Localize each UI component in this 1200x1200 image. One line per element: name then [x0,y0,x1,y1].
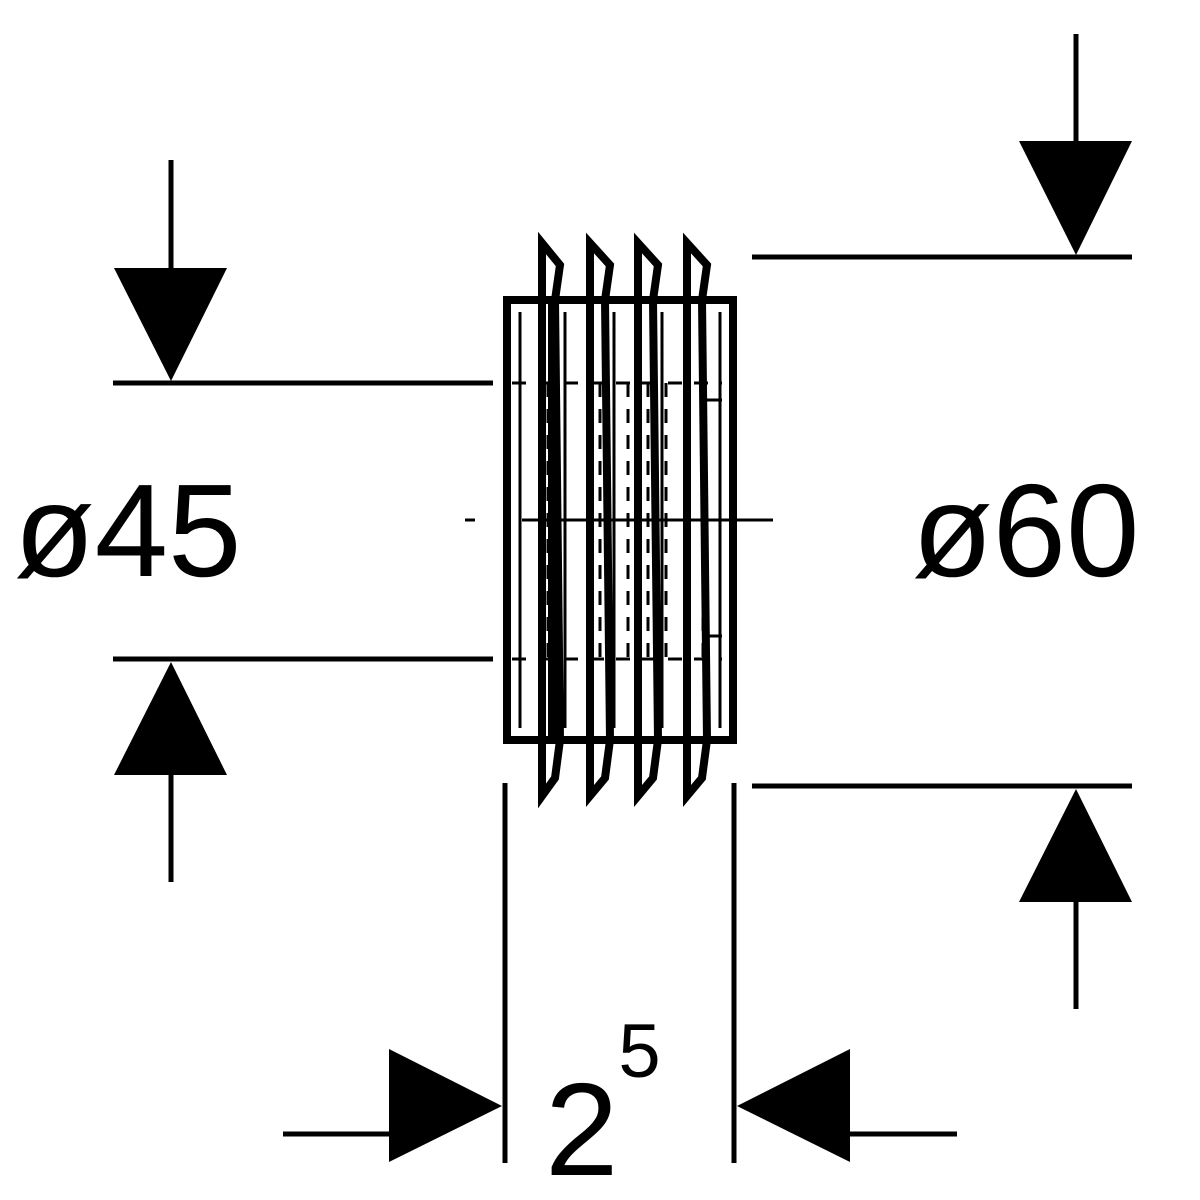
seal-part-drawing [465,231,773,809]
inner-arrow-up-icon [114,662,227,775]
inner-diameter-dimension: ø45 [14,160,493,882]
length-label: 25 [545,1009,661,1200]
length-arrow-left-icon [737,1049,850,1162]
lamella-2 [586,232,615,808]
length-label-base: 2 [545,1056,618,1200]
length-arrow-right-icon [389,1049,502,1162]
inner-diameter-label: ø45 [14,457,241,604]
length-label-exponent: 5 [618,1009,660,1094]
outer-diameter-label: ø60 [912,457,1139,604]
inner-arrow-down-icon [114,268,227,381]
lamella-1 [538,231,565,809]
lamella-3 [634,232,663,808]
outer-arrow-up-icon [1019,789,1132,902]
hidden-lines [512,381,722,661]
outer-diameter-dimension: ø60 [752,34,1139,1009]
outer-arrow-down-icon [1019,141,1132,255]
length-dimension: 25 [283,783,957,1200]
